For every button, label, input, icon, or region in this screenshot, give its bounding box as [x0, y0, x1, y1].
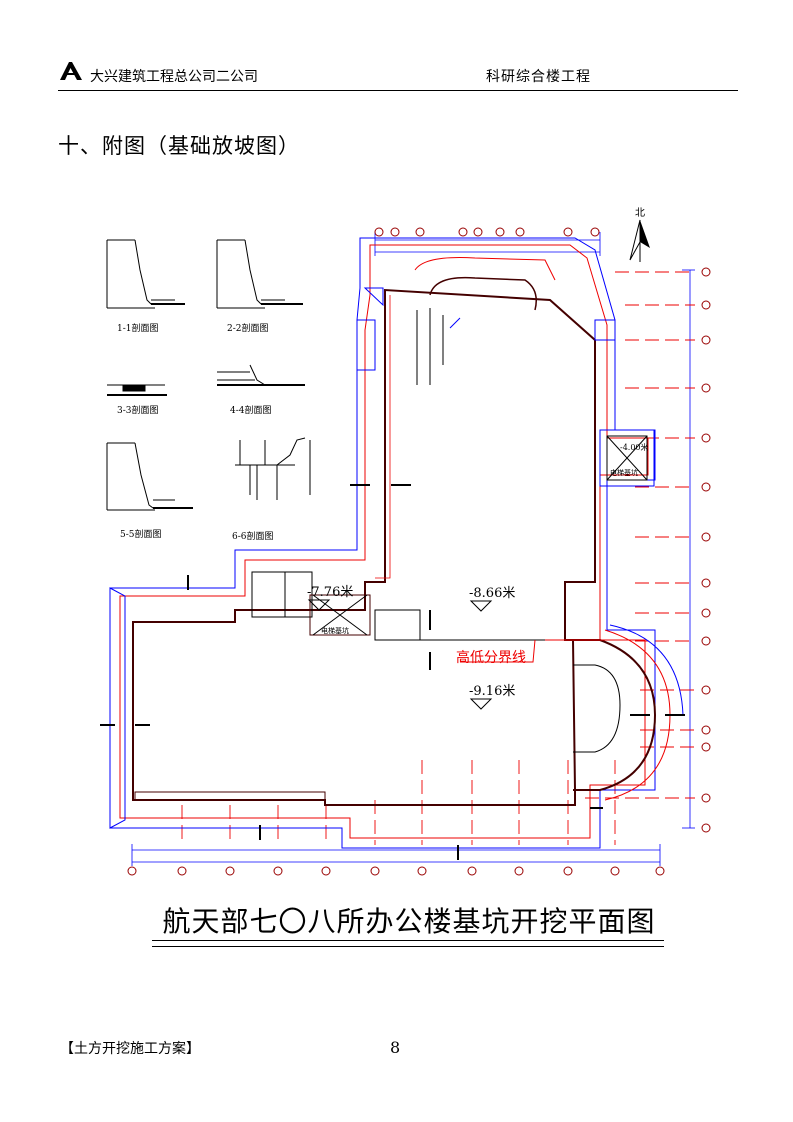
bottom-axis-bubbles [127, 866, 665, 876]
caption-underline-2 [152, 946, 664, 947]
section-6-6-sketch [235, 437, 311, 500]
section-label-5-5: 5-5剖面图 [120, 528, 162, 540]
base-right-elevation: -4.00米 [620, 442, 649, 452]
section-title: 十、附图（基础放坡图） [58, 134, 300, 158]
section-label-3-3: 3-3剖面图 [117, 404, 159, 416]
base-left-label: 电梯基坑 [321, 626, 349, 635]
section-2-2-sketch [216, 239, 303, 309]
section-label-4-4: 4-4剖面图 [230, 404, 272, 416]
section-3-3-sketch [107, 384, 167, 396]
elevation-mid: -8.66米 [469, 586, 515, 601]
base-right-label: 电梯基坑 [610, 468, 638, 477]
right-red-dash-lines [585, 271, 695, 799]
section-cut-marks [100, 484, 685, 860]
section-4-4-sketch [217, 364, 305, 386]
right-dimension-line [682, 269, 695, 829]
page-number: 8 [390, 1038, 401, 1057]
caption-underline [152, 940, 664, 941]
top-axis-bubbles [374, 227, 600, 237]
section-sketches [106, 239, 311, 511]
bottom-red-dash-lines [181, 760, 616, 845]
divider-label: 高低分界线 [456, 649, 526, 666]
bottom-dimension-line [131, 844, 661, 866]
drawing-caption: 航天部七〇八所办公楼基坑开挖平面图 [162, 905, 656, 938]
page-header: 大兴建筑工程总公司二公司 科研综合楼工程 [58, 58, 738, 91]
section-labels: 1-1剖面图 2-2剖面图 3-3剖面图 4-4剖面图 5-5剖面图 6-6剖面… [117, 322, 274, 542]
north-arrow-icon: 北 [629, 207, 650, 262]
elevator-pit-right [599, 429, 655, 487]
section-label-6-6: 6-6剖面图 [232, 530, 274, 542]
elevation-labels: -7.76米 -8.66米 -9.16米 [307, 585, 515, 710]
right-bay [573, 624, 684, 801]
company-logo-icon [60, 62, 82, 80]
section-label-2-2: 2-2剖面图 [227, 322, 269, 334]
north-label: 北 [635, 207, 645, 219]
project-name: 科研综合楼工程 [486, 69, 591, 85]
foundation-plan-drawing: 1-1剖面图 2-2剖面图 3-3剖面图 4-4剖面图 5-5剖面图 6-6剖面… [100, 207, 711, 876]
divider-line [375, 639, 635, 663]
section-1-1-sketch [106, 239, 185, 309]
elevation-low: -9.16米 [469, 684, 515, 699]
upper-ramp [414, 257, 556, 385]
right-axis-bubbles [701, 267, 711, 833]
corner-markers [109, 287, 616, 829]
left-rooms [134, 571, 421, 801]
elevation-left: -7.76米 [307, 585, 353, 600]
section-label-1-1: 1-1剖面图 [117, 322, 159, 334]
section-5-5-sketch [106, 442, 193, 511]
top-dimension-line [374, 232, 601, 256]
footer-plan-name: 【土方开挖施工方案】 [60, 1041, 200, 1057]
company-name: 大兴建筑工程总公司二公司 [90, 69, 258, 85]
excavation-outline [109, 237, 656, 849]
